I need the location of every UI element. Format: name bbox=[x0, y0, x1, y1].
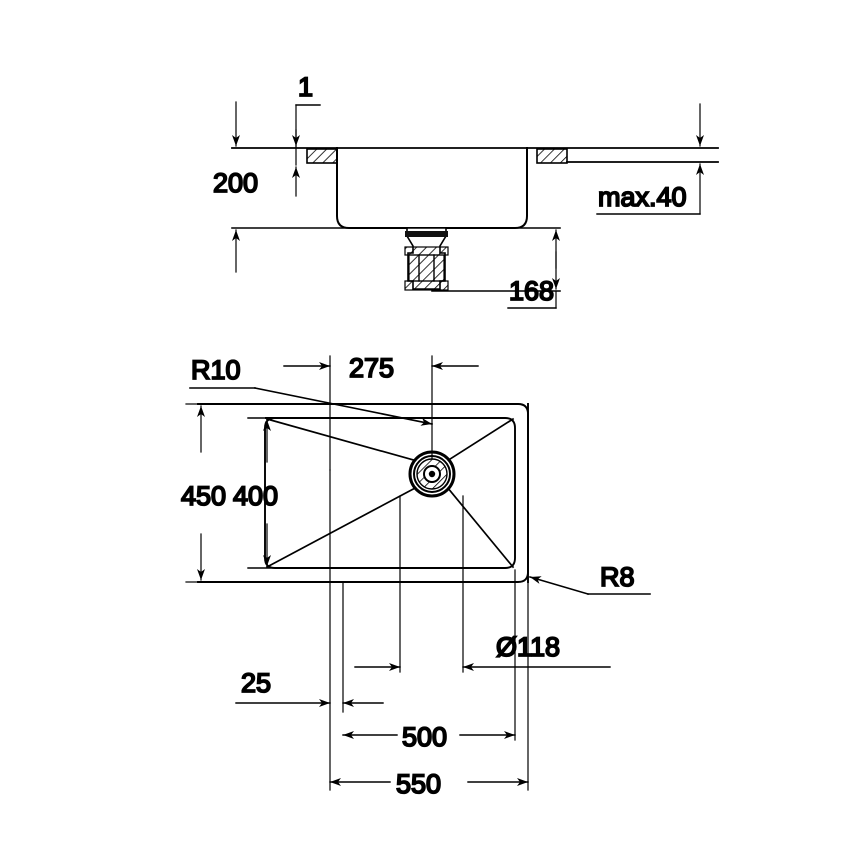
leader-R10 bbox=[189, 387, 433, 426]
dimension-label-400: 400 bbox=[233, 481, 278, 511]
dimension-400-bowl-height bbox=[247, 417, 291, 569]
dimension-label-R10: R10 bbox=[191, 355, 241, 385]
dimension-label-1: 1 bbox=[298, 72, 313, 102]
cutout-outline-rect bbox=[185, 403, 529, 583]
dimension-label-R8: R8 bbox=[600, 562, 635, 592]
leader-R8 bbox=[529, 576, 651, 595]
dimension-label-168: 168 bbox=[509, 276, 554, 306]
bowl-outline-rect bbox=[264, 417, 516, 569]
bowl-slope-diagonals bbox=[265, 417, 515, 569]
worktop-hatch-right bbox=[536, 148, 568, 164]
waste-assembly bbox=[404, 227, 449, 291]
dimension-275-drain-offset bbox=[283, 355, 479, 471]
dimension-max40-worktop-thickness bbox=[596, 103, 704, 215]
dimension-label-25: 25 bbox=[241, 668, 271, 698]
dimension-label-200: 200 bbox=[213, 168, 258, 198]
plan-extension-lines bbox=[329, 469, 529, 791]
dimension-label-450: 450 bbox=[181, 481, 226, 511]
dimension-label-550: 550 bbox=[396, 769, 441, 799]
worktop-hatch-left bbox=[306, 148, 338, 164]
dimension-168-drain-height bbox=[507, 229, 560, 309]
dimension-1-rim-thickness bbox=[292, 104, 321, 197]
dimension-label-500: 500 bbox=[402, 722, 447, 752]
dimension-label-max40: max.40 bbox=[598, 182, 687, 212]
sink-bowl-section bbox=[336, 147, 528, 229]
dimension-label-275: 275 bbox=[349, 353, 394, 383]
dimension-label-D118: Ø118 bbox=[496, 632, 560, 662]
